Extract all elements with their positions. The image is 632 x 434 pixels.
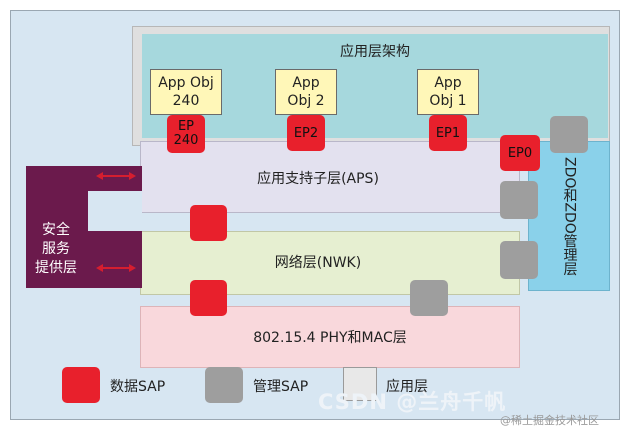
security-service-label: 安全 服务 提供层 — [28, 218, 84, 280]
application-framework-title: 应用层架构 — [340, 44, 410, 60]
aps-layer-label: 应用支持子层(APS) — [257, 171, 379, 187]
nwk-phy-mgmt-sap — [410, 280, 448, 316]
legend-app-layer-label: 应用层 — [386, 379, 428, 395]
app-object-240: App Obj 240 — [150, 69, 222, 115]
security-label-line3: 提供层 — [35, 259, 77, 276]
security-notch — [88, 191, 142, 231]
network-layer-label: 网络层(NWK) — [274, 255, 362, 271]
ep2-data-sap: EP2 — [287, 115, 325, 151]
watermark-main: CSDN @兰舟千帆 — [318, 390, 507, 414]
aps-layer — [140, 141, 520, 213]
legend-data-sap-swatch — [62, 367, 100, 403]
app-object-240-line1: App Obj — [158, 75, 214, 91]
security-label-line1: 安全 — [42, 221, 70, 238]
security-label-line2: 服务 — [42, 240, 70, 257]
phy-mac-layer — [140, 306, 520, 368]
zdo-nwk-mgmt-sap — [500, 241, 538, 279]
app-object-1-line1: App — [434, 75, 462, 91]
app-object-240-line2: 240 — [172, 93, 200, 109]
app-object-2-line1: App — [292, 75, 320, 91]
legend-mgmt-sap-swatch — [205, 367, 243, 403]
security-nwk-arrow — [96, 263, 136, 273]
zdo-layer-label: ZDO和ZDO管理层 — [561, 156, 578, 276]
ep240-label-line2: 240 — [173, 133, 199, 148]
app-object-1: App Obj 1 — [417, 69, 479, 115]
ep240-label-line1: EP — [177, 119, 195, 134]
legend-mgmt-sap-label: 管理SAP — [253, 379, 309, 395]
zdo-app-mgmt-sap — [550, 116, 588, 153]
ep1-data-sap: EP1 — [429, 115, 467, 151]
app-object-2-line2: Obj 2 — [287, 93, 325, 109]
app-object-2: App Obj 2 — [275, 69, 337, 115]
ep0-data-sap: EP0 — [500, 135, 540, 171]
app-object-1-line2: Obj 1 — [429, 93, 467, 109]
phy-mac-layer-label: 802.15.4 PHY和MAC层 — [253, 330, 407, 346]
aps-nwk-data-sap — [190, 205, 227, 241]
legend-app-layer-swatch — [343, 367, 377, 401]
zdo-aps-mgmt-sap — [500, 181, 538, 219]
ep0-label: EP0 — [507, 145, 533, 161]
watermark-sub: @稀土掘金技术社区 — [500, 414, 599, 427]
security-aps-arrow — [96, 171, 136, 181]
legend-data-sap-label: 数据SAP — [110, 379, 166, 395]
ep240-data-sap: EP 240 — [167, 115, 205, 153]
ep1-label: EP1 — [435, 125, 461, 141]
nwk-phy-data-sap — [190, 280, 227, 316]
zdo-layer: ZDO和ZDO管理层 — [528, 141, 610, 291]
ep2-label: EP2 — [293, 125, 319, 141]
